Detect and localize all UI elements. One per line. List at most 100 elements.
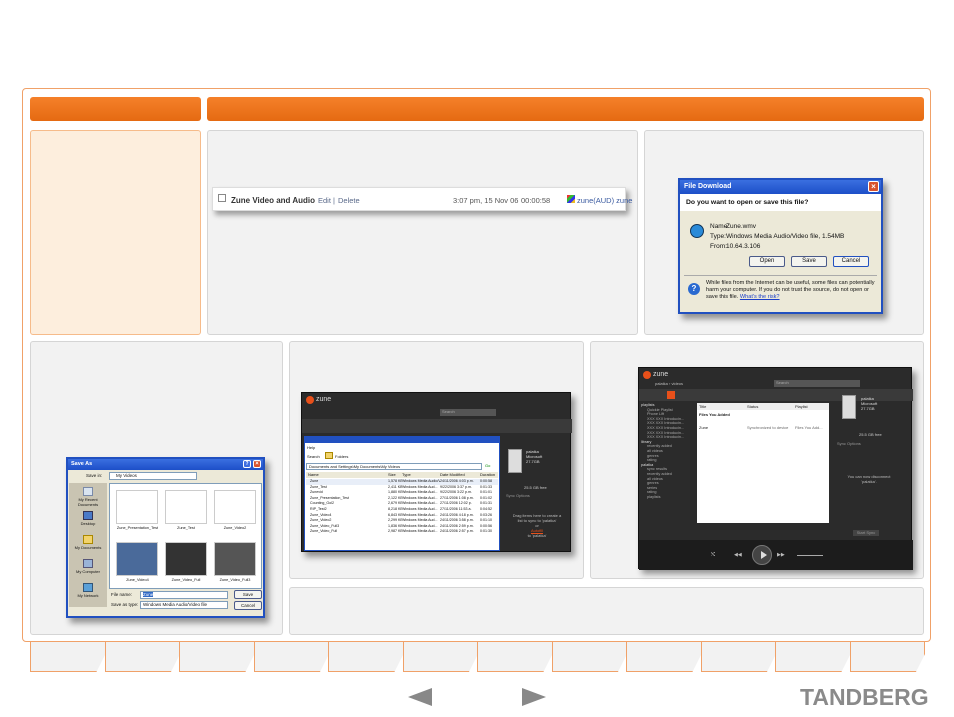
- col-size[interactable]: Size: [388, 472, 396, 477]
- next-icon[interactable]: ▶▶: [777, 552, 785, 558]
- sidebar-group[interactable]: playlists: [641, 403, 655, 407]
- zune-search-input[interactable]: Search: [774, 380, 860, 387]
- sidebar-item[interactable]: all videos: [647, 476, 663, 481]
- row-checkbox[interactable]: [218, 194, 226, 202]
- sync-options[interactable]: Sync Options: [506, 493, 530, 498]
- chapter-tab[interactable]: [551, 642, 627, 672]
- sidebar-item[interactable]: recently added: [647, 444, 672, 449]
- sidebar-item[interactable]: XXX XXX Introducin...: [647, 435, 685, 440]
- address-bar[interactable]: Documents and Settings\My Documents\My V…: [306, 463, 482, 470]
- thumb-5[interactable]: [165, 542, 207, 576]
- edit-link[interactable]: Edit: [318, 196, 331, 205]
- col-name[interactable]: Name: [308, 472, 319, 477]
- nav-2[interactable]: videos: [671, 381, 684, 386]
- video-tab-icon[interactable]: [667, 391, 675, 399]
- thumb-1[interactable]: [116, 490, 158, 524]
- nav-1[interactable]: palatka: [655, 381, 668, 386]
- sidebar-item[interactable]: rating: [647, 490, 657, 495]
- sidebar-item[interactable]: recently added: [647, 471, 672, 476]
- sidebar-item[interactable]: Phone Lift: [647, 412, 665, 417]
- go-button[interactable]: Go: [485, 463, 491, 468]
- chapter-tab[interactable]: [700, 642, 776, 672]
- place-recent[interactable]: My Recent Documents: [69, 487, 107, 507]
- recording-owner[interactable]: zune(AUD) zune: [577, 196, 633, 205]
- open-button[interactable]: Open: [749, 256, 785, 267]
- col-type[interactable]: Type: [402, 472, 411, 477]
- sidebar-item[interactable]: genres: [647, 453, 659, 458]
- save-as-save-button[interactable]: Save: [234, 590, 262, 599]
- volume-slider[interactable]: [797, 555, 823, 556]
- folders-button[interactable]: Folders: [335, 454, 349, 459]
- help-menu[interactable]: Help: [307, 445, 316, 450]
- sidebar-group[interactable]: palatka: [641, 462, 654, 467]
- sidebar-item[interactable]: rating: [647, 458, 657, 463]
- search-button[interactable]: Search: [307, 454, 320, 459]
- cancel-button[interactable]: Cancel: [833, 256, 869, 267]
- next-arrow-icon[interactable]: [522, 688, 546, 706]
- save-button[interactable]: Save: [791, 256, 827, 267]
- sidebar-item[interactable]: XXX XXX Introducin...: [647, 421, 685, 426]
- chapter-tab[interactable]: [477, 642, 553, 672]
- delete-link[interactable]: Delete: [338, 196, 360, 205]
- sidebar-item[interactable]: Quickie Playlist: [647, 407, 673, 412]
- place-desktop[interactable]: Desktop: [69, 511, 107, 526]
- close-icon[interactable]: ×: [868, 181, 879, 192]
- sidebar-item[interactable]: XXX XXX Introducin...: [647, 416, 685, 421]
- thumb-2[interactable]: [165, 490, 207, 524]
- chapter-tab[interactable]: [775, 642, 851, 672]
- col-duration[interactable]: Duration: [480, 472, 496, 477]
- save-in-dropdown[interactable]: My Videos: [109, 472, 197, 480]
- previous-arrow-icon[interactable]: [408, 688, 432, 706]
- zune-search-input[interactable]: Search: [440, 409, 496, 416]
- chapter-tab[interactable]: [626, 642, 702, 672]
- risk-link[interactable]: What's the risk?: [739, 294, 780, 300]
- sidebar-group[interactable]: library: [641, 439, 652, 444]
- sidebar-item[interactable]: XXX XXX Introducin...: [647, 430, 685, 435]
- file-name-input[interactable]: Zune: [140, 591, 228, 599]
- sidebar-item[interactable]: playlists: [647, 494, 661, 499]
- autofill-link[interactable]: Autofill: [530, 528, 543, 533]
- chapter-tab[interactable]: [328, 642, 404, 672]
- col-status[interactable]: Status: [747, 404, 759, 409]
- sidebar-item[interactable]: XXX XXX Introducin...: [647, 425, 685, 430]
- chapter-tab[interactable]: [849, 642, 925, 672]
- start-sync-button[interactable]: Start Sync: [853, 530, 879, 536]
- chapter-tab[interactable]: [30, 642, 106, 672]
- save-type-dropdown[interactable]: Windows Media Audio/Video file: [140, 601, 228, 609]
- chapter-tab[interactable]: [253, 642, 329, 672]
- thumb-6[interactable]: [214, 542, 256, 576]
- sidebar-item[interactable]: all videos: [647, 448, 663, 453]
- close-icon[interactable]: ×: [253, 460, 261, 468]
- place-network[interactable]: My Network: [69, 583, 107, 598]
- chapter-tab[interactable]: [104, 642, 180, 672]
- sync-options[interactable]: Sync Options: [837, 441, 861, 446]
- shuffle-icon[interactable]: ⤭: [711, 552, 716, 558]
- chapter-tab[interactable]: [179, 642, 255, 672]
- save-as-cancel-button[interactable]: Cancel: [234, 601, 262, 610]
- thumb-4[interactable]: [116, 542, 158, 576]
- previous-icon[interactable]: ◀◀: [734, 552, 742, 558]
- col-date[interactable]: Date Modified: [440, 472, 465, 477]
- col-title[interactable]: Title: [699, 404, 707, 409]
- sidebar-item[interactable]: series: [647, 485, 658, 490]
- help-icon[interactable]: ?: [243, 460, 251, 468]
- chapter-tab[interactable]: [402, 642, 478, 672]
- play-button[interactable]: [752, 545, 772, 565]
- place-documents[interactable]: My Documents: [69, 535, 107, 550]
- col-playlist[interactable]: Playlist: [795, 404, 808, 409]
- sidebar-item[interactable]: sync results: [647, 467, 668, 472]
- sidebar-item[interactable]: genres: [647, 481, 659, 486]
- place-computer[interactable]: My Computer: [69, 559, 107, 574]
- thumb-3[interactable]: [214, 490, 256, 524]
